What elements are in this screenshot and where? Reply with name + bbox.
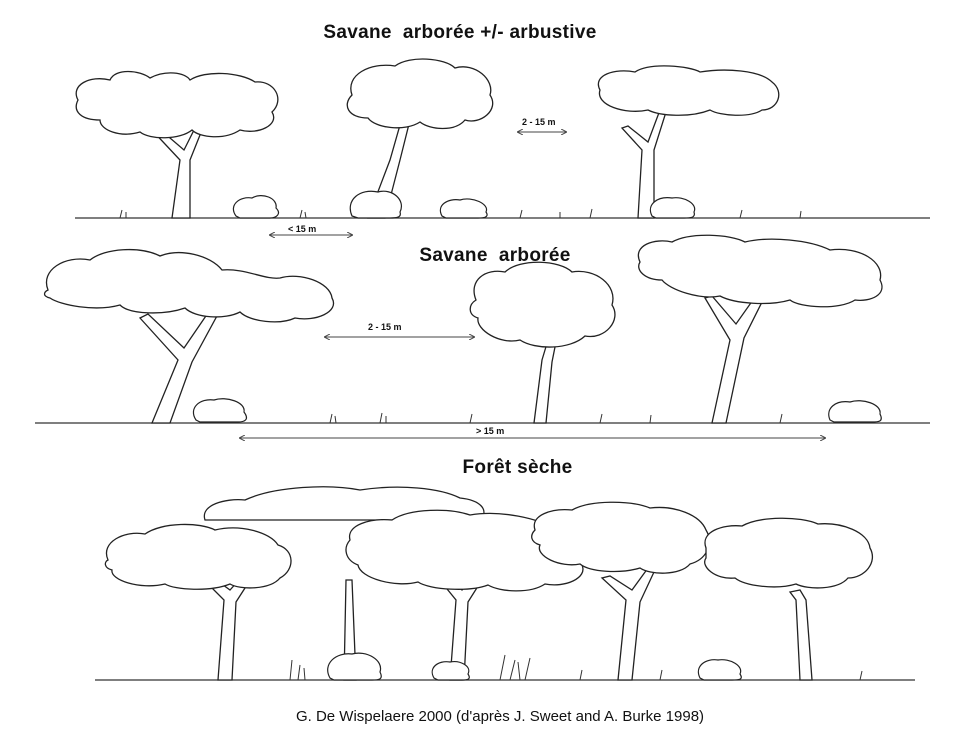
credit-line: G. De Wispelaere 2000 (d'après J. Sweet … — [0, 708, 957, 725]
panel-1-scene — [75, 59, 930, 235]
panel-2-spacing-label: 2 - 15 m — [368, 322, 402, 332]
panel-1-spacing-label: 2 - 15 m — [522, 117, 556, 127]
panel-1-title: Savane arborée +/- arbustive — [0, 22, 920, 44]
panel-3-scene — [95, 487, 915, 680]
panel-2-distance-label: > 15 m — [476, 426, 504, 436]
panel-1-distance-label: < 15 m — [288, 224, 316, 234]
panel-2-title: Savane arborée — [0, 245, 957, 267]
panel-3-title: Forêt sèche — [0, 457, 957, 479]
